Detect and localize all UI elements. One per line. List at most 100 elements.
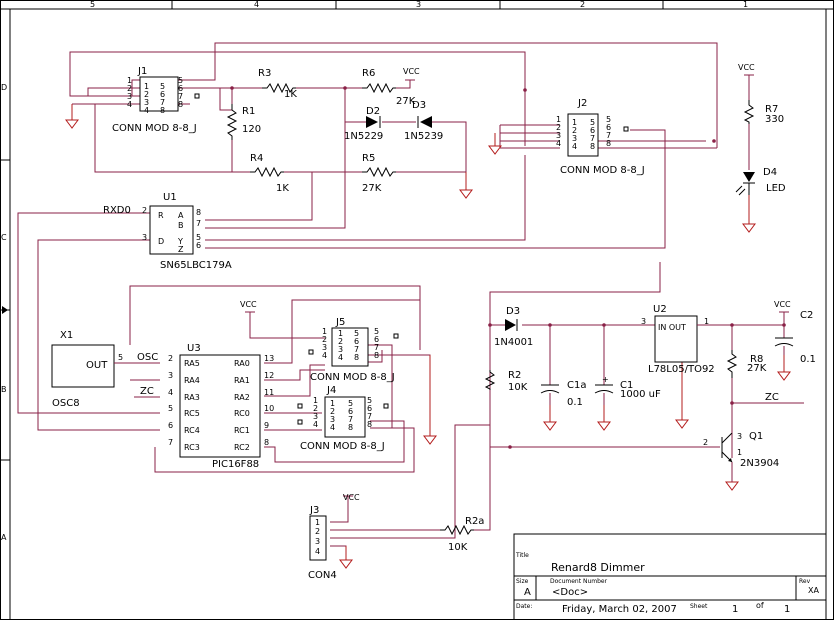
- value-label: 1K: [284, 89, 297, 100]
- ref-label: C2: [800, 310, 813, 321]
- pin-number: 9: [264, 421, 269, 430]
- pin-number: 3: [168, 371, 173, 380]
- pin-number: 7: [348, 415, 353, 424]
- pin-number: 6: [354, 337, 359, 346]
- value-label: 10K: [508, 382, 528, 393]
- sheet-value: 1: [732, 604, 738, 615]
- oscillator-x1: X1 OUT 5 OSC8: [51, 330, 130, 409]
- pin-number: 8: [374, 351, 379, 360]
- pin-number: 1: [127, 76, 132, 85]
- pin-number: 12: [264, 371, 274, 380]
- pin-number: 8: [178, 100, 183, 109]
- u3-left-pins: 2 3 4 5 6 7 RA5 RA4 RA3 RC5 RC4 RC3: [168, 354, 200, 452]
- rev-value: XA: [808, 586, 819, 595]
- pin-number: 3: [322, 343, 327, 352]
- pin-number: 1: [556, 115, 561, 124]
- pin-number: 6: [367, 404, 372, 413]
- connector-j5: J5 1 2 3 4 1 2 3 4 5 6 7 8 5 6 7 8 CONN …: [308, 317, 399, 383]
- resistor-r2: R2 10K: [484, 370, 528, 393]
- pin-number: 4: [338, 353, 343, 362]
- ref-label: R8: [750, 354, 763, 365]
- pin-label: RC2: [234, 443, 250, 452]
- pin-number: 7: [160, 98, 165, 107]
- value-label: CONN MOD 8-8_J: [310, 372, 395, 383]
- pin-number: 3: [641, 317, 646, 326]
- pin-number: 8: [606, 139, 611, 148]
- ref-label: D3: [412, 100, 426, 111]
- value-label: 1N4001: [494, 337, 533, 348]
- pin-number: 4: [168, 388, 173, 397]
- pin-number: 1: [144, 82, 149, 91]
- vcc-label: VCC: [240, 300, 257, 309]
- pin-number: 6: [196, 241, 201, 250]
- pin-number: 5: [348, 399, 353, 408]
- pin-number: 4: [315, 547, 320, 556]
- pin-label: RA1: [234, 376, 250, 385]
- resistor-r7: R7 330: [743, 100, 784, 125]
- pin-number: 7: [354, 345, 359, 354]
- ref-label: D4: [763, 167, 777, 178]
- sheet-title: Renard8 Dimmer: [551, 561, 645, 574]
- pin-number: 5: [606, 115, 611, 124]
- net-label-zc: ZC: [140, 386, 154, 397]
- pin-number: 8: [196, 208, 201, 217]
- vcc-label: VCC: [738, 63, 755, 72]
- pin-number: 1: [338, 329, 343, 338]
- resistor-r1: R1 120: [226, 104, 261, 140]
- ground-icon: [459, 172, 473, 199]
- pin-number: 5: [354, 329, 359, 338]
- ground-icon: [543, 405, 557, 431]
- pin-number: 2: [330, 407, 335, 416]
- ground-icon: [742, 195, 756, 233]
- pin-label: RA0: [234, 359, 250, 368]
- ref-label: R7: [765, 104, 778, 115]
- ref-label: J4: [326, 385, 336, 396]
- column-marker: 2: [580, 0, 585, 9]
- ground-icon: [423, 355, 437, 445]
- pin-label: RA3: [184, 393, 200, 402]
- ground-icon: [675, 362, 689, 429]
- pin-number: 7: [606, 131, 611, 140]
- ic-u3: U3 OSC ZC 2 3 4 5 6 7 RA5 RA4 RA3 RC5 RC…: [137, 343, 274, 470]
- pin-label: RA2: [234, 393, 250, 402]
- pin-number: 4: [144, 106, 149, 115]
- value-label: CONN MOD 8-8_J: [112, 123, 197, 134]
- pin-label: RC1: [234, 426, 250, 435]
- value-label: LED: [766, 183, 786, 194]
- net-label-zc: ZC: [765, 392, 779, 403]
- ref-label: R2: [508, 370, 521, 381]
- pin-number: 3: [315, 537, 320, 546]
- diode-d3-rectifier: D3 1N4001: [494, 306, 533, 348]
- ref-label: C1a: [567, 380, 586, 391]
- pin-number: 2: [127, 84, 132, 93]
- pin-label: R: [158, 211, 164, 220]
- title-block: Title Renard8 Dimmer Size A Document Num…: [513, 533, 827, 620]
- pin-number: 13: [264, 354, 274, 363]
- u3-right-pins: RA0 RA1 RA2 RC0 RC1 RC2 13 12 11 10 9 8: [234, 354, 274, 452]
- pin-number: 6: [606, 123, 611, 132]
- value-label: 1N5239: [404, 131, 443, 142]
- pin-number: 3: [737, 432, 742, 441]
- connector-j4: J4 1 2 3 4 1 2 3 4 5 6 7 8 5 6 7 8 CONN …: [297, 385, 389, 452]
- pin-number: 4: [322, 351, 327, 360]
- value-label: 1000 uF: [620, 389, 661, 400]
- diode-d3: D3 1N5239: [404, 100, 443, 142]
- pin-number: 1: [330, 399, 335, 408]
- sheet-field-label: Sheet: [690, 603, 708, 610]
- value-label: PIC16F88: [212, 459, 259, 470]
- ground-icon: [488, 133, 502, 155]
- pin-number: 7: [196, 219, 201, 228]
- pin-number: 7: [367, 412, 372, 421]
- ref-label: J2: [577, 98, 587, 109]
- pin-number: 3: [556, 131, 561, 140]
- pin-label: D: [158, 237, 164, 246]
- ground-icon: [339, 546, 353, 569]
- value-label: SN65LBC179A: [160, 260, 232, 271]
- pin-label: RA5: [184, 359, 200, 368]
- pin-number: 2: [144, 90, 149, 99]
- of-field-label: of: [756, 601, 764, 610]
- wires: [17, 42, 804, 556]
- date-field-label: Date:: [516, 603, 532, 610]
